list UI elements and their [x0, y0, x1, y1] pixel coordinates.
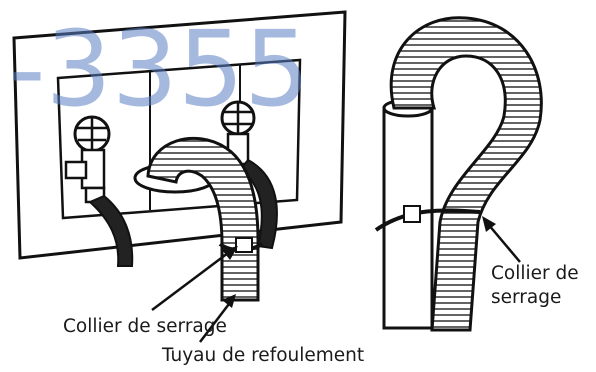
watermark: -3355: [8, 8, 310, 130]
label-clamp-right-line2: serrage: [491, 287, 561, 309]
label-clamp-right-line1: Collier de: [491, 263, 579, 285]
label-clamp-left: Collier de serrage: [63, 316, 227, 338]
label-drain-hose: Tuyau de refoulement: [162, 345, 364, 367]
leader-clamp-right: [482, 216, 520, 262]
